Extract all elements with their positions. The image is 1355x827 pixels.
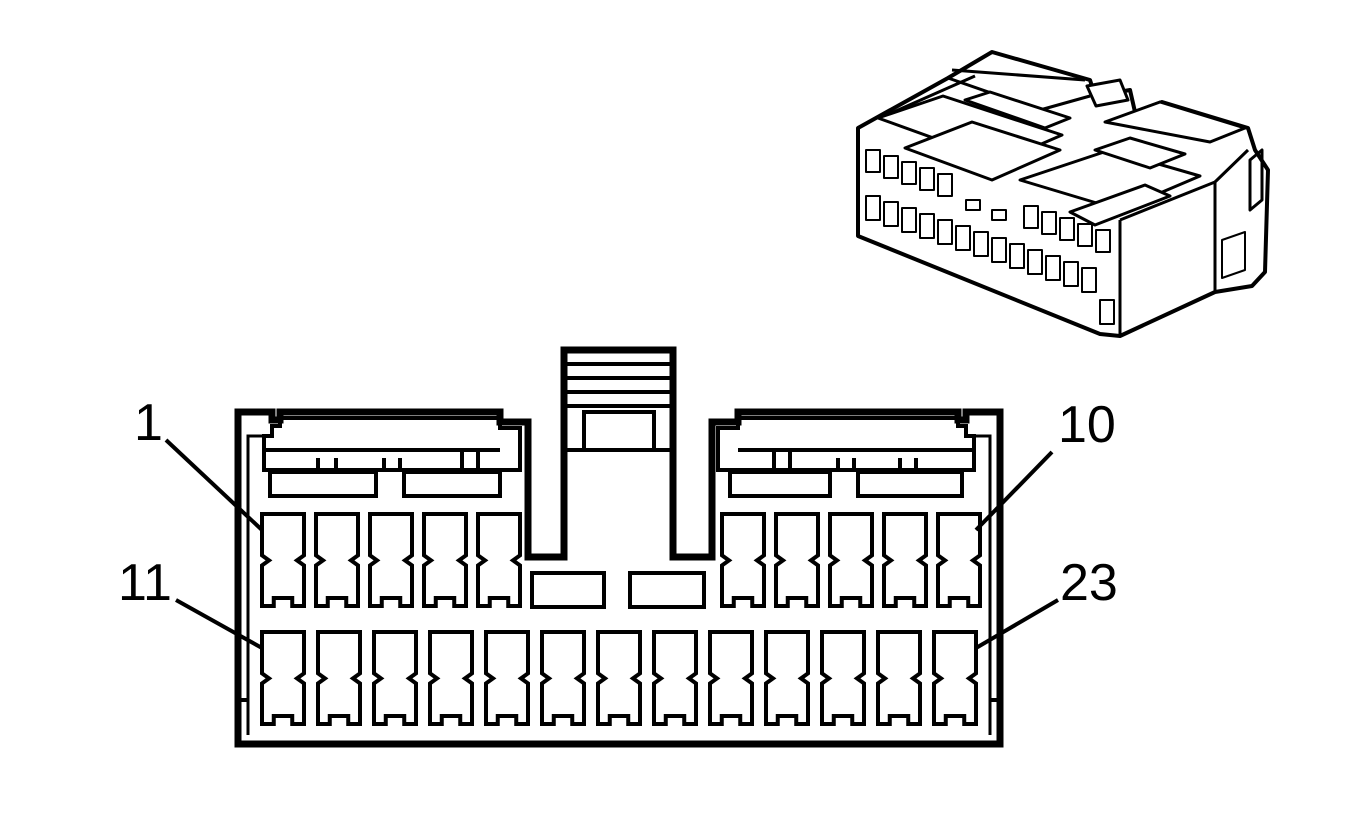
cavity-pin-18 bbox=[652, 630, 698, 726]
cavity-pin-6 bbox=[720, 512, 766, 608]
upper-cavity-row bbox=[260, 512, 982, 608]
cavity-pin-11 bbox=[260, 630, 306, 726]
connector-isometric-view bbox=[856, 50, 1270, 338]
cavity-pin-15 bbox=[484, 630, 530, 726]
leader-lines bbox=[164, 438, 1060, 650]
cavity-pin-14 bbox=[428, 630, 474, 726]
cavity-pin-2 bbox=[314, 512, 360, 608]
cavity-pin-12 bbox=[316, 630, 362, 726]
cavity-pin-19 bbox=[708, 630, 754, 726]
pin-label-11: 11 bbox=[118, 554, 172, 612]
leader-line-pin-23 bbox=[974, 598, 1060, 650]
cavity-pin-13 bbox=[372, 630, 418, 726]
cavity-pin-3 bbox=[368, 512, 414, 608]
pin-label-23: 23 bbox=[1060, 554, 1118, 612]
leader-line-pin-1 bbox=[164, 438, 264, 532]
cavity-pin-9 bbox=[882, 512, 928, 608]
cavity-pin-4 bbox=[422, 512, 468, 608]
center-slot-right bbox=[628, 571, 706, 609]
cavity-pin-17 bbox=[596, 630, 642, 726]
cavity-pin-5 bbox=[476, 512, 522, 608]
cavity-pin-21 bbox=[820, 630, 866, 726]
pin-label-10: 10 bbox=[1058, 396, 1116, 454]
leader-line-pin-10 bbox=[974, 450, 1054, 532]
connector-front-view bbox=[164, 346, 1060, 748]
cavity-pin-7 bbox=[774, 512, 820, 608]
cavity-pin-20 bbox=[764, 630, 810, 726]
center-slot-left bbox=[530, 571, 606, 609]
cavity-pin-8 bbox=[828, 512, 874, 608]
cavity-pin-16 bbox=[540, 630, 586, 726]
pin-label-1: 1 bbox=[134, 394, 163, 452]
cavity-pin-10 bbox=[936, 512, 982, 608]
lower-cavity-row bbox=[260, 630, 978, 726]
cavity-pin-1 bbox=[260, 512, 306, 608]
center-latch bbox=[564, 362, 673, 452]
cavity-pin-22 bbox=[876, 630, 922, 726]
leader-line-pin-11 bbox=[175, 598, 263, 650]
cavity-pin-23 bbox=[932, 630, 978, 726]
